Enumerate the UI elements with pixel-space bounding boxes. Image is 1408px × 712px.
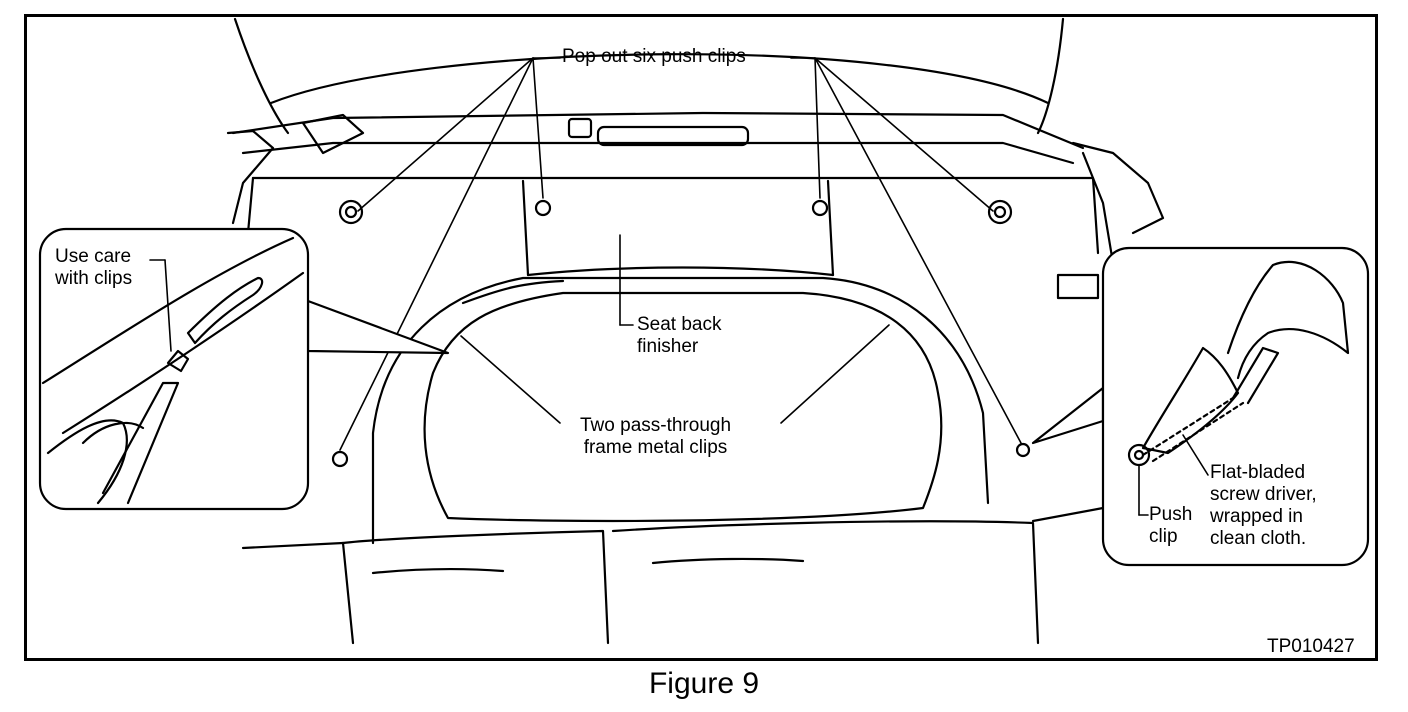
label-push-clip: Push clip xyxy=(1149,504,1193,547)
trunk-lid-right-edge xyxy=(1036,17,1065,135)
seat-right-cushion xyxy=(611,520,1040,645)
right-inset-handle xyxy=(1231,346,1280,405)
pass-through-inner xyxy=(423,291,943,523)
left-inset-clip xyxy=(166,349,190,373)
trunk-arch xyxy=(269,53,1050,105)
left-inset-callout xyxy=(38,227,450,511)
label-screwdriver: Flat-bladed screw driver, wrapped in cle… xyxy=(1210,462,1317,549)
left-hinge xyxy=(301,113,365,155)
pass-through-leaders xyxy=(460,324,890,424)
push-clip-outer-left xyxy=(338,199,364,225)
label-use-care: Use care with clips xyxy=(55,246,133,289)
right-inset-box xyxy=(1101,246,1370,567)
seat-left-cushion xyxy=(341,529,610,645)
label-seat-back: Seat back finisher xyxy=(637,314,722,357)
right-inset-pointer xyxy=(1031,386,1105,445)
right-inset-callout xyxy=(1031,246,1370,567)
seat-back-leader xyxy=(619,234,634,326)
left-inset-slot xyxy=(186,276,264,345)
seat-back-left-side xyxy=(246,176,255,235)
push-clip-inner-right xyxy=(811,199,829,217)
left-inset-pointer xyxy=(306,299,450,355)
cushion-stitch-b xyxy=(651,557,805,565)
trunk-lid-left-edge xyxy=(233,17,290,135)
shelf-clip-a xyxy=(567,117,593,139)
center-finisher-right xyxy=(826,179,835,277)
pass-through-outer xyxy=(371,276,990,545)
cushion-stitch-a xyxy=(371,567,505,575)
label-pass-through: Two pass-through frame metal clips xyxy=(580,415,732,458)
figure-caption: Figure 9 xyxy=(648,667,760,700)
left-inset-tool xyxy=(101,381,180,505)
push-clip-outer-right xyxy=(987,199,1013,225)
figure-id: TP010427 xyxy=(1267,636,1355,657)
label-pop-out: Pop out six push clips xyxy=(562,46,746,67)
center-finisher-left xyxy=(521,179,530,277)
push-clip-inner-left xyxy=(534,199,552,217)
floor-line-right xyxy=(1031,506,1105,523)
right-latch xyxy=(1056,273,1100,300)
left-inset-panel-b xyxy=(61,271,305,435)
push-clip-lower-left xyxy=(331,450,349,468)
right-inset-hand xyxy=(1226,260,1350,380)
seat-left-edge xyxy=(341,541,355,645)
figure-frame: Pop out six push clips Seat back finishe… xyxy=(24,14,1378,661)
rear-shelf xyxy=(231,111,1085,150)
right-inset-leaders xyxy=(1138,434,1209,516)
right-inset-blade xyxy=(1141,396,1245,463)
pass-through-lip xyxy=(461,279,565,305)
push-clip-lower-right xyxy=(1015,442,1031,458)
floor-line-left xyxy=(241,541,345,550)
left-inset-box xyxy=(38,227,310,511)
rear-shelf-lower xyxy=(241,141,1075,165)
shelf-vent xyxy=(596,125,750,147)
pop-out-leaders xyxy=(339,57,1022,451)
right-bracket xyxy=(1071,141,1165,235)
right-bracket-inner xyxy=(1081,151,1115,265)
seat-back-panel-outline xyxy=(251,176,1100,255)
left-bracket xyxy=(226,129,275,225)
left-inset-leader-down xyxy=(164,259,172,352)
seat-back-illustration xyxy=(38,17,1370,645)
left-inset-finger xyxy=(81,421,145,445)
center-finisher-bottom xyxy=(526,266,835,277)
